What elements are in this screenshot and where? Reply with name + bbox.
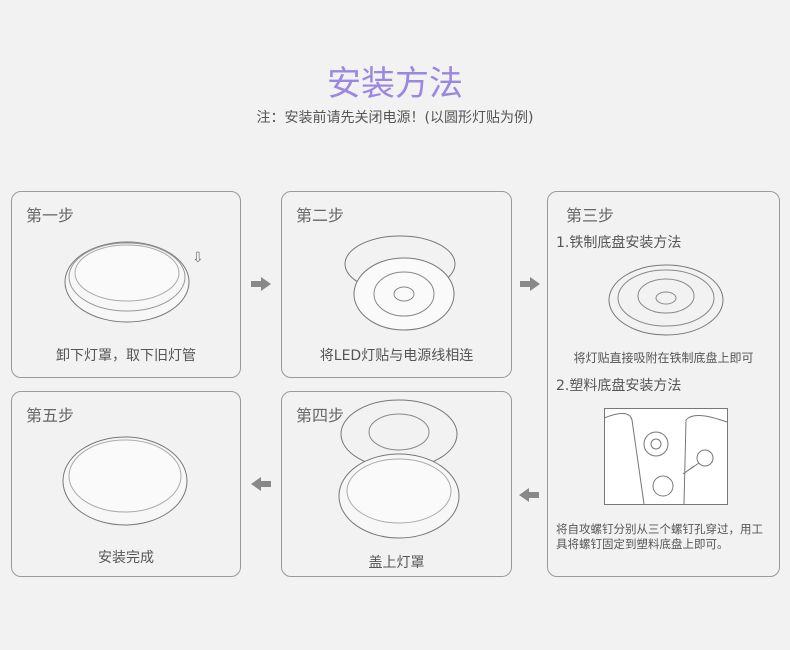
step-label: 第四步 — [296, 406, 345, 425]
install-note: 注：安装前请先关闭电源！(以圆形灯贴为例) — [256, 110, 534, 126]
plastic-base-caption: 将自攻螺钉分别从三个螺钉孔穿过，用工具将螺钉固定到塑料底盘上即可。 — [556, 522, 763, 551]
iron-base-illustration — [608, 264, 724, 336]
iron-base-caption: 将灯贴直接吸附在铁制底盘上即可 — [573, 351, 754, 365]
lamp-cover-illustration: ⇩ — [64, 241, 202, 323]
step-label: 第一步 — [26, 206, 75, 225]
step-caption: 卸下灯罩，取下旧灯管 — [56, 348, 196, 364]
step-2-card: 第二步 将LED灯贴与电源线相连 — [281, 191, 512, 378]
step-caption: 安装完成 — [98, 550, 154, 566]
arrow-left-icon — [251, 477, 271, 491]
arrow-left-icon — [519, 488, 539, 502]
step-4-card: 第四步 盖上灯罩 — [281, 391, 512, 577]
step-label: 第五步 — [26, 406, 75, 425]
step-3-card: 第三步 1.铁制底盘安装方法 将灯贴直接吸附在铁制底盘上即可 2.塑料底盘安装方… — [547, 191, 780, 577]
iron-base-heading: 1.铁制底盘安装方法 — [556, 235, 682, 251]
step-5-card: 第五步 安装完成 — [11, 391, 241, 577]
step-caption: 将LED灯贴与电源线相连 — [319, 348, 474, 364]
arrow-right-icon — [251, 277, 271, 291]
screw-illustration — [604, 408, 728, 505]
step-caption: 盖上灯罩 — [368, 555, 425, 571]
step-label: 第二步 — [296, 206, 345, 225]
svg-text:⇩: ⇩ — [192, 250, 202, 266]
finished-lamp-illustration — [62, 436, 188, 526]
arrow-right-icon — [520, 277, 540, 291]
step-label: 第三步 — [566, 206, 615, 225]
page-title: 安装方法 — [327, 64, 463, 104]
cover-install-illustration — [338, 399, 460, 539]
step-1-card: 第一步 ⇩ 卸下灯罩，取下旧灯管 — [11, 191, 241, 378]
plastic-base-heading: 2.塑料底盘安装方法 — [556, 378, 682, 394]
led-module-illustration — [344, 235, 456, 331]
